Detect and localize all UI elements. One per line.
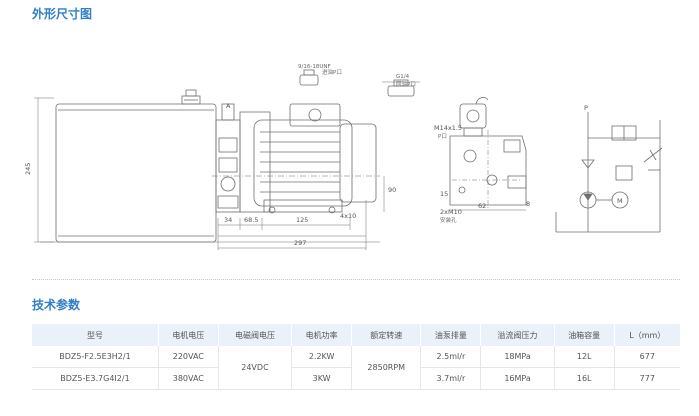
- header-pump-displacement: 油泵排量: [420, 324, 482, 346]
- cell-pump-displacement: 2.5ml/r: [420, 346, 482, 368]
- technical-drawing: 9/16-18UNF 进油P口 G1/4 回油P口 245 34 68.5 12…: [24, 64, 663, 250]
- dim-90: 90: [388, 186, 396, 194]
- header-relief-pressure: 溢流阀压力: [480, 324, 555, 346]
- cell-model: BDZ5-F2.5E3H2/1: [32, 346, 159, 368]
- dim-34: 34: [224, 216, 232, 224]
- specs-table: 型号 电机电压 电磁阀电压 电机功率 额定转速 油泵排量 溢流阀压力 油箱容量 …: [32, 324, 680, 390]
- label-a: A: [226, 102, 231, 110]
- dim-68-5: 68.5: [244, 216, 258, 224]
- port-detail-top: [299, 69, 420, 97]
- cell-tank-capacity: 16L: [554, 367, 615, 390]
- port-g-sub-label: 回油P口: [396, 80, 416, 88]
- header-model: 型号: [32, 324, 159, 346]
- cell-motor-power: 3KW: [291, 367, 353, 390]
- port-g-label: G1/4: [396, 74, 410, 80]
- params-section-title: 技术参数: [32, 298, 81, 312]
- cell-motor-voltage: 380VAC: [158, 367, 219, 390]
- cell-length: 677: [614, 346, 680, 368]
- mount-holes-sub-label: 安装孔: [440, 216, 457, 224]
- dim-4x10: 4x10: [340, 212, 356, 220]
- table-row: BDZ5-F2.5E3H2/1 220VAC 24VDC 2.2KW 2850R…: [32, 346, 680, 390]
- cell-length: 777: [614, 367, 680, 390]
- cell-rated-speed: 2850RPM: [351, 346, 422, 390]
- thread-top-sub-label: 进油P口: [322, 68, 342, 76]
- mount-holes-label: 2xM10: [440, 208, 462, 216]
- schematic-motor-label: M: [617, 197, 623, 205]
- filler-cap: [181, 89, 201, 105]
- valve-block-front-view: [449, 96, 527, 211]
- oil-tank: [55, 103, 217, 243]
- header-rated-speed: 额定转速: [351, 324, 422, 346]
- cell-relief-pressure: 16MPa: [480, 367, 555, 390]
- cell-tank-capacity: 12L: [554, 346, 615, 368]
- dimensions-section-title: 外形尺寸图: [32, 7, 93, 21]
- cell-pump-displacement: 3.7ml/r: [420, 367, 482, 390]
- dim-125: 125: [296, 216, 308, 224]
- section-divider: [32, 279, 680, 280]
- hydraulic-schematic: [555, 112, 663, 233]
- header-motor-voltage: 电机电压: [158, 324, 219, 346]
- cell-motor-power: 2.2KW: [291, 346, 353, 368]
- dim-297: 297: [294, 239, 306, 247]
- dim-15: 15: [440, 190, 448, 198]
- dim-8: 8: [526, 200, 530, 208]
- dim-62: 62: [478, 202, 486, 210]
- cell-relief-pressure: 18MPa: [480, 346, 555, 368]
- table-row: BDZ5-E3.7G4I2/1 380VAC 3KW 3.7ml/r 16MPa…: [32, 367, 680, 390]
- motor: [239, 103, 377, 214]
- schematic-p-label: P: [584, 104, 588, 112]
- valve-block: [215, 103, 241, 213]
- thread-m14-sub-label: P口: [438, 133, 447, 140]
- cell-valve-voltage: 24VDC: [218, 346, 293, 390]
- header-length: L（mm）: [614, 324, 680, 346]
- dim-height-245: 245: [24, 163, 32, 175]
- specs-header-row: 型号 电机电压 电磁阀电压 电机功率 额定转速 油泵排量 溢流阀压力 油箱容量 …: [32, 324, 680, 346]
- header-tank-capacity: 油箱容量: [554, 324, 615, 346]
- cell-motor-voltage: 220VAC: [158, 346, 219, 368]
- header-motor-power: 电机功率: [291, 324, 353, 346]
- thread-m14-label: M14x1.5: [434, 124, 462, 132]
- header-valve-voltage: 电磁阀电压: [218, 324, 293, 346]
- thread-top-label: 9/16-18UNF: [298, 64, 331, 70]
- cell-model: BDZ5-E3.7G4I2/1: [32, 367, 159, 390]
